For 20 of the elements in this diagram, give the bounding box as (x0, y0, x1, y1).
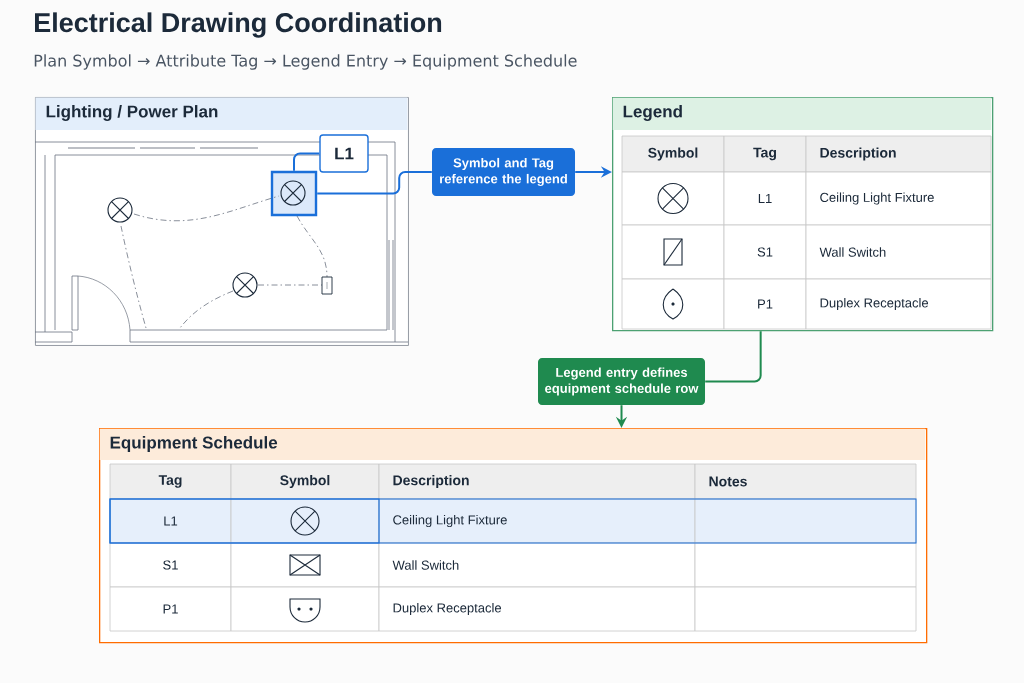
header-cell: Tag (109, 463, 232, 500)
header-cell: Tag (723, 135, 807, 173)
table-cell: P1 (109, 586, 232, 632)
connector (293, 152, 321, 172)
header-cell: Symbol (230, 463, 380, 500)
header-cell: Symbol (621, 135, 725, 173)
tag-box: L1 (319, 134, 369, 173)
callout-box: Symbol and Tag reference the legend (432, 148, 575, 196)
table-cell: S1 (723, 224, 807, 280)
connector (704, 330, 762, 383)
subtitle: Plan Symbol → Attribute Tag → Legend Entry → Equipment Schedule (34, 54, 577, 70)
callout-box: Legend entry defines equipment schedule row (538, 358, 705, 405)
table-cell: L1 (723, 171, 807, 226)
table-cell: S1 (109, 542, 232, 588)
header-cell: Notes (694, 463, 917, 500)
table-cell: L1 (109, 498, 232, 544)
title: Electrical Drawing Coordination (35, 12, 442, 38)
highlight-box (270, 170, 318, 217)
connector (316, 171, 433, 195)
table-cell: P1 (723, 278, 807, 330)
